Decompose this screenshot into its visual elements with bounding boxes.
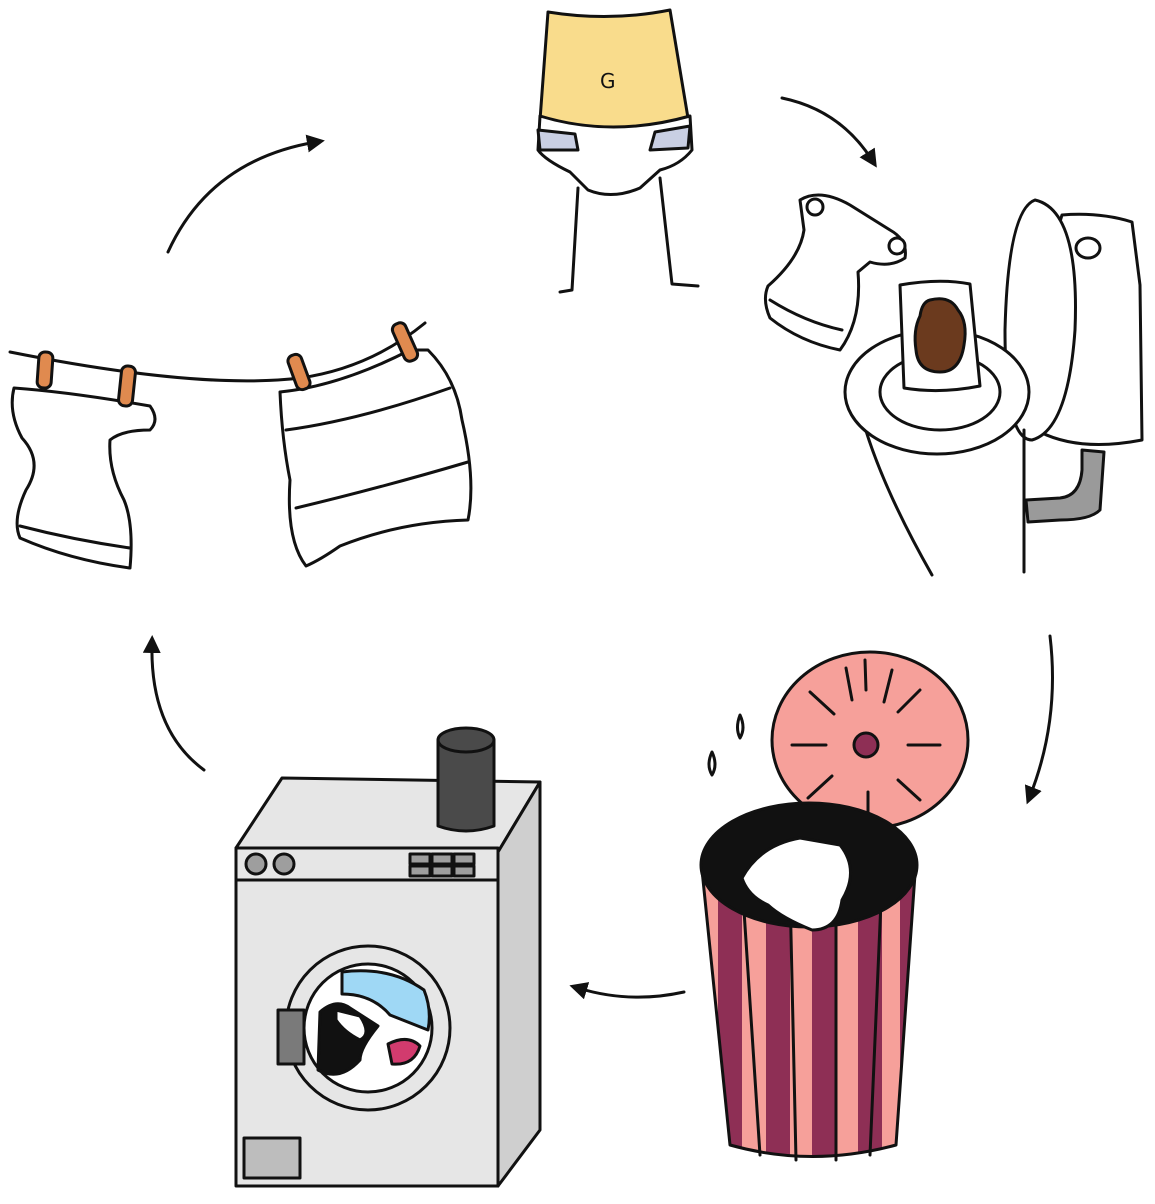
arrow-icon [166, 134, 325, 254]
drum-laundry-pink [386, 1038, 422, 1066]
diaper-pail-icon [699, 650, 970, 1162]
drum-laundry-blue [340, 969, 431, 1032]
knob [244, 852, 268, 876]
clothespin-icon [35, 321, 420, 408]
pail-lid [770, 650, 970, 830]
hanging-diaper [10, 386, 157, 570]
arrow-icon [569, 982, 686, 1000]
poop-shape [913, 297, 967, 374]
belly-label: G [600, 69, 616, 93]
arrow-icon [142, 635, 206, 772]
arrow-icon [1024, 634, 1054, 805]
door-handle [276, 1008, 306, 1066]
knob [272, 852, 296, 876]
toilet-icon [763, 193, 1144, 577]
clothesline [8, 321, 427, 383]
diaper-in-pail [740, 836, 852, 932]
diaper-tab-left [536, 128, 580, 152]
arrow-icon [780, 96, 877, 168]
diaper-shape [536, 114, 694, 196]
diaper-cover [763, 193, 907, 352]
control-buttons [408, 852, 476, 878]
water-drop [707, 750, 717, 777]
water-drop [736, 713, 745, 740]
diaper-tab-right [648, 124, 692, 152]
detergent-bottle [436, 738, 496, 833]
toilet-pipe [1024, 448, 1106, 524]
hanging-diaper-cover [278, 348, 473, 568]
washing-machine-icon [234, 726, 542, 1188]
filter-panel [242, 1136, 302, 1180]
machine-side [496, 780, 542, 1188]
clothesline-icon [8, 321, 473, 570]
cycle-arrows [142, 96, 1054, 1000]
diaper-wearer-icon: G [536, 8, 700, 294]
